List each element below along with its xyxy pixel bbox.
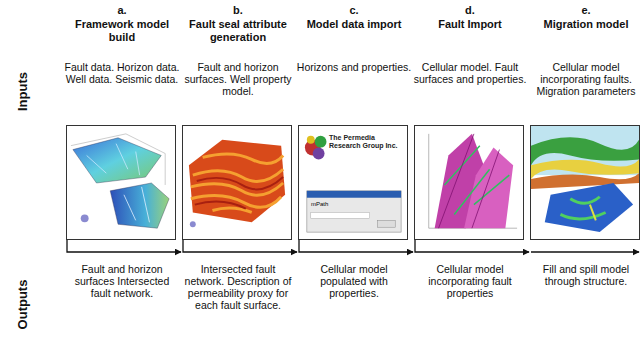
step-letter: c. bbox=[296, 4, 412, 17]
window-title: mPath bbox=[311, 201, 371, 208]
step-letter: b. bbox=[180, 4, 296, 17]
fault-seal-illustration bbox=[183, 126, 291, 239]
step-title: Framework model build bbox=[64, 18, 180, 43]
flow-arrow bbox=[299, 240, 413, 252]
flow-arrow bbox=[67, 240, 181, 252]
step-title: Fault seal attribute generation bbox=[180, 18, 296, 43]
outputs-text: Cellular model populated with properties… bbox=[296, 263, 412, 299]
flow-arrow-end bbox=[531, 251, 639, 252]
outputs-text: Cellular model incorporating fault prope… bbox=[412, 263, 528, 299]
row-label: Inputs bbox=[15, 52, 30, 132]
flow-arrow bbox=[183, 240, 297, 252]
image-panel: c.Model data importHorizons and properti… bbox=[298, 125, 408, 240]
row-label: Outputs bbox=[15, 265, 30, 345]
inputs-text: Fault and horizon surfaces. Well propert… bbox=[180, 61, 296, 97]
inputs-text: Cellular model incorporating faults. Mig… bbox=[528, 61, 644, 97]
framework-illustration bbox=[67, 126, 175, 239]
inputs-text: Horizons and properties. bbox=[296, 61, 412, 73]
outputs-text: Intersected fault network. Description o… bbox=[180, 263, 296, 311]
step-letter: d. bbox=[412, 4, 528, 17]
inputs-text: Fault data. Horizon data. Well data. Sei… bbox=[64, 61, 180, 85]
image-panel: a.Framework model buildFault data. Horiz… bbox=[66, 125, 176, 240]
flow-arrow bbox=[415, 240, 529, 252]
outputs-text: Fault and horizon surfaces Intersected f… bbox=[64, 263, 180, 299]
outputs-text: Fill and spill model through structure. bbox=[528, 263, 644, 287]
image-panel: d.Fault ImportCellular model. Fault surf… bbox=[414, 125, 524, 240]
step-title: Fault Import bbox=[412, 18, 528, 31]
migration-illustration bbox=[531, 126, 639, 239]
image-panel: e.Migration modelCellular model incorpor… bbox=[530, 125, 640, 240]
fault-import-illustration bbox=[415, 126, 523, 239]
logo-text: The Permedia Research Group Inc. bbox=[329, 134, 405, 149]
step-letter: a. bbox=[64, 4, 180, 17]
step-letter: e. bbox=[528, 4, 644, 17]
step-title: Model data import bbox=[296, 18, 412, 31]
inputs-text: Cellular model. Fault surfaces and prope… bbox=[412, 61, 528, 85]
image-panel: b.Fault seal attribute generationFault a… bbox=[182, 125, 292, 240]
step-title: Migration model bbox=[528, 18, 644, 31]
